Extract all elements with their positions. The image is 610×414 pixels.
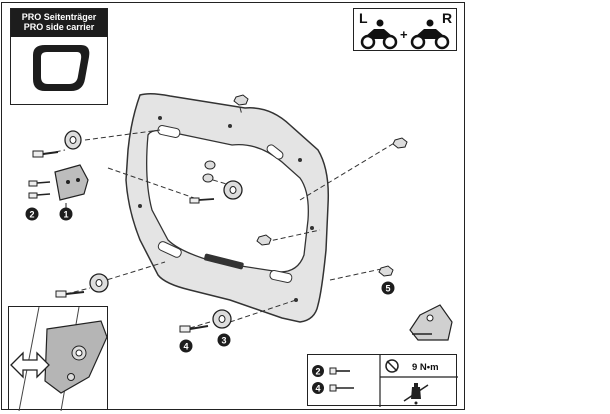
- svg-text:4: 4: [183, 342, 188, 352]
- bolt-top-left: [32, 150, 59, 158]
- carrier-title-line1: PRO Seitenträger: [21, 12, 97, 22]
- zoom-detail-box: [8, 306, 108, 411]
- bracket-part: [54, 164, 89, 201]
- svg-text:3: 3: [221, 336, 226, 346]
- svg-text:5: 5: [385, 284, 390, 294]
- carrier-title-box: PRO Seitenträger PRO side carrier: [10, 8, 108, 105]
- legend-item-2: 2: [312, 365, 350, 377]
- right-label: R: [442, 10, 452, 26]
- callout-1: 1: [59, 203, 73, 221]
- plus-label: +: [400, 27, 408, 42]
- carrier-title-line2: PRO side carrier: [23, 22, 95, 32]
- callout-4: 4: [179, 339, 193, 353]
- nut-right-top: [392, 137, 408, 149]
- callout-5: 5: [381, 281, 395, 295]
- exploded-view: 1 2 3 4 5: [25, 92, 453, 353]
- nut-center-right: [256, 234, 272, 246]
- carrier-thumbnail-icon: [33, 45, 90, 91]
- diagram-frame: [1, 2, 465, 410]
- small-screws: [28, 180, 51, 199]
- spacer-bottom-left: [55, 273, 109, 298]
- assembly-leader-lines: [39, 99, 397, 329]
- carrier-title-band: PRO Seitenträger PRO side carrier: [11, 9, 107, 37]
- torque-value: 9 N•m: [412, 362, 439, 373]
- side-carrier-frame: [125, 92, 330, 323]
- callout-3: 3: [217, 333, 231, 347]
- threadlocker-icon: [403, 383, 429, 405]
- motorcycle-left-icon: [360, 19, 398, 50]
- double-arrow-icon: [10, 351, 50, 379]
- left-right-box: L + R: [353, 8, 457, 51]
- callout-2: 2: [25, 207, 39, 221]
- nut-top: [233, 94, 249, 106]
- legend-item-4: 4: [312, 382, 354, 394]
- spacer-top: [64, 130, 82, 150]
- hand-hint-icon: [409, 304, 453, 341]
- spacer-bottom: [179, 309, 232, 333]
- washers-center: [202, 160, 216, 183]
- left-label: L: [359, 10, 368, 26]
- svg-text:2: 2: [315, 367, 320, 377]
- nut-bottom-right: [378, 265, 394, 277]
- svg-text:4: 4: [315, 384, 320, 394]
- motorcycle-right-icon: [410, 19, 450, 50]
- svg-text:2: 2: [29, 210, 34, 220]
- svg-text:1: 1: [63, 210, 68, 220]
- spacer-center: [189, 180, 243, 204]
- torque-wrench-icon: [385, 359, 399, 373]
- torque-legend-box: 2 4 9 N•m: [307, 354, 458, 407]
